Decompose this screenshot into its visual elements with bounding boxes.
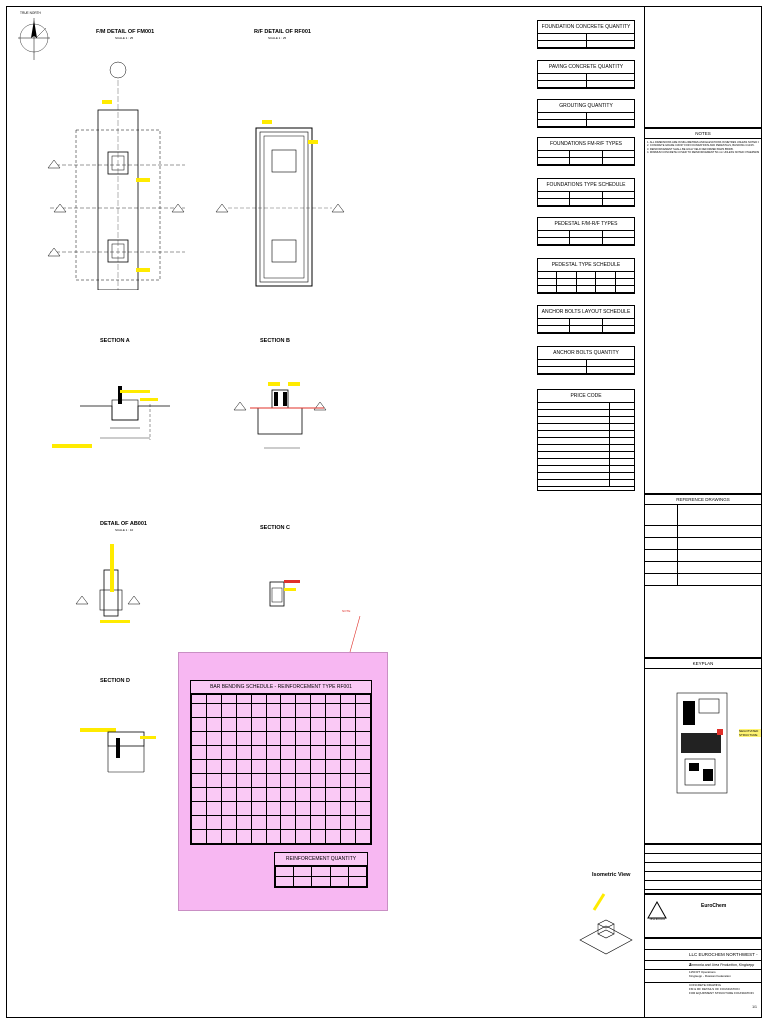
anchor-layout-table: ANCHOR BOLTS LAYOUT SCHEDULE — [537, 305, 635, 334]
section-c-drawing — [269, 580, 300, 607]
client-name: EuroChem — [701, 903, 727, 909]
keyplan-title: KEYPLAN — [645, 659, 761, 669]
anchor-quantity-table: ANCHOR BOLTS QUANTITY — [537, 346, 635, 375]
reference-drawings-title: REFERENCE DRAWINGS — [645, 495, 761, 505]
location-line-1: 1150 RT Operations — [689, 970, 716, 974]
tecnimont-logo-icon — [647, 901, 667, 919]
reinforcement-quantity-table: REINFORCEMENT QUANTITY — [274, 852, 368, 888]
section-d-drawing — [80, 728, 156, 773]
anchor-quantity-title: ANCHOR BOLTS QUANTITY — [538, 347, 634, 360]
drawing-title-3: FOR EQUIPMENT STRUCTURE FOUNDATION — [689, 991, 754, 995]
grouting-title: GROUTING QUANTITY — [538, 100, 634, 113]
compass-label: TRUE NORTH — [20, 11, 42, 15]
table-row — [191, 801, 372, 816]
section-a-title: SECTION A — [100, 338, 130, 344]
price-code-table: PRICE CODE — [537, 389, 635, 491]
reference-drawings-panel: REFERENCE DRAWINGS — [644, 494, 762, 658]
foundations-types-title: FOUNDATIONS FM-R/F TYPES — [538, 138, 634, 151]
pedestal-schedule-title: PEDESTAL TYPE SCHEDULE — [538, 259, 634, 272]
project-subtitle: Ammonia and Urea Production, Kingisepp — [645, 961, 761, 970]
revision-block — [644, 844, 762, 894]
paving-concrete-table: PAVING CONCRETE QUANTITY — [537, 60, 635, 89]
company-name: Tecnimont — [649, 917, 665, 921]
north-arrow-icon: TRUE NORTH — [18, 11, 50, 60]
keyplan-map — [676, 692, 728, 794]
fm-detail-scale: SCALE 1 : 25 — [115, 36, 134, 40]
bar-bending-schedule: BAR BENDING SCHEDULE - REINFORCEMENT TYP… — [190, 680, 372, 845]
keyplan-label: NEGOTIATED STRUCTURE — [739, 729, 761, 737]
detail-ab-title: DETAIL OF AB001 — [100, 521, 147, 527]
foundation-concrete-table: FOUNDATION CONCRETE QUANTITY — [537, 20, 635, 49]
detail-ab-scale: SCALE 1 : 10 — [115, 528, 134, 532]
foundation-concrete-title: FOUNDATION CONCRETE QUANTITY — [538, 21, 634, 34]
pink-note: NOTE — [342, 609, 351, 613]
reinforcement-quantity-title: REINFORCEMENT QUANTITY — [275, 853, 367, 866]
detail-ab-drawing — [75, 544, 141, 623]
table-row — [191, 731, 372, 746]
paving-concrete-title: PAVING CONCRETE QUANTITY — [538, 61, 634, 74]
price-code-title: PRICE CODE — [538, 390, 634, 403]
logo-block: Tecnimont EuroChem — [644, 894, 762, 938]
table-row — [191, 717, 372, 732]
table-row — [191, 759, 372, 774]
isometric-title: Isometric View — [592, 872, 631, 878]
section-b-title: SECTION B — [260, 338, 290, 344]
drawing-title-1: CONCRETE DRAWING — [689, 983, 722, 987]
isometric-drawing — [579, 893, 633, 955]
foundations-schedule-title: FOUNDATIONS TYPE SCHEDULE — [538, 179, 634, 192]
sheet-number: 1/1 — [752, 1005, 757, 1009]
notes-title: NOTES — [645, 129, 761, 139]
fm-detail-plan — [47, 61, 185, 290]
pedestal-schedule-table: PEDESTAL TYPE SCHEDULE — [537, 258, 635, 294]
notes-panel: NOTES 1. ALL DIMENSIONS ARE IN MILLIMETR… — [644, 128, 762, 494]
note-line: 1. ALL DIMENSIONS ARE IN MILLIMETRES AND… — [647, 141, 759, 144]
note-leader — [349, 616, 361, 653]
pedestal-types-title: PEDESTAL F/M-R/F TYPES — [538, 218, 634, 231]
rf-detail-plan — [215, 120, 345, 287]
table-row — [191, 703, 372, 718]
note-line: 3. REINFORCEMENT SHALL BE HIGH YIELD DEF… — [647, 147, 734, 151]
note-line: 4. MINIMUM CONCRETE COVER TO REINFORCEME… — [647, 151, 759, 155]
table-row — [191, 787, 372, 802]
note-line: 2. CONCRETE GRADE C30/37 FOR FOUNDATIONS… — [647, 144, 755, 148]
grouting-table: GROUTING QUANTITY — [537, 99, 635, 128]
table-row — [191, 773, 372, 788]
foundations-schedule-table: FOUNDATIONS TYPE SCHEDULE — [537, 178, 635, 207]
table-row — [191, 815, 372, 830]
section-c-title: SECTION C — [260, 525, 290, 531]
rf-detail-title: R/F DETAIL OF RF001 — [254, 29, 311, 35]
rf-detail-scale: SCALE 1 : 25 — [268, 36, 287, 40]
pedestal-types-table: PEDESTAL F/M-R/F TYPES — [537, 217, 635, 246]
table-row — [191, 745, 372, 760]
location-line-2: Kingisepp - Russian Federation — [645, 974, 761, 983]
right-panel-top — [644, 6, 762, 128]
title-block: LLC EUROCHEM NORTHWEST - 2 Ammonia and U… — [644, 938, 762, 1018]
section-b-drawing — [233, 382, 327, 449]
foundations-types-table: FOUNDATIONS FM-R/F TYPES — [537, 137, 635, 166]
bbs-title: BAR BENDING SCHEDULE - REINFORCEMENT TYP… — [191, 681, 371, 694]
section-d-title: SECTION D — [100, 678, 130, 684]
keyplan-panel: KEYPLAN NEGOTIATED STRUCTURE — [644, 658, 762, 844]
section-a-drawing — [52, 386, 170, 448]
table-row — [191, 829, 372, 844]
fm-detail-title: F/M DETAIL OF FM001 — [96, 29, 155, 35]
drawing-title-2: FM & RF DETAILS OF FOUNDATION — [689, 987, 740, 991]
anchor-layout-title: ANCHOR BOLTS LAYOUT SCHEDULE — [538, 306, 634, 319]
project-name: LLC EUROCHEM NORTHWEST - 2 — [645, 950, 761, 967]
